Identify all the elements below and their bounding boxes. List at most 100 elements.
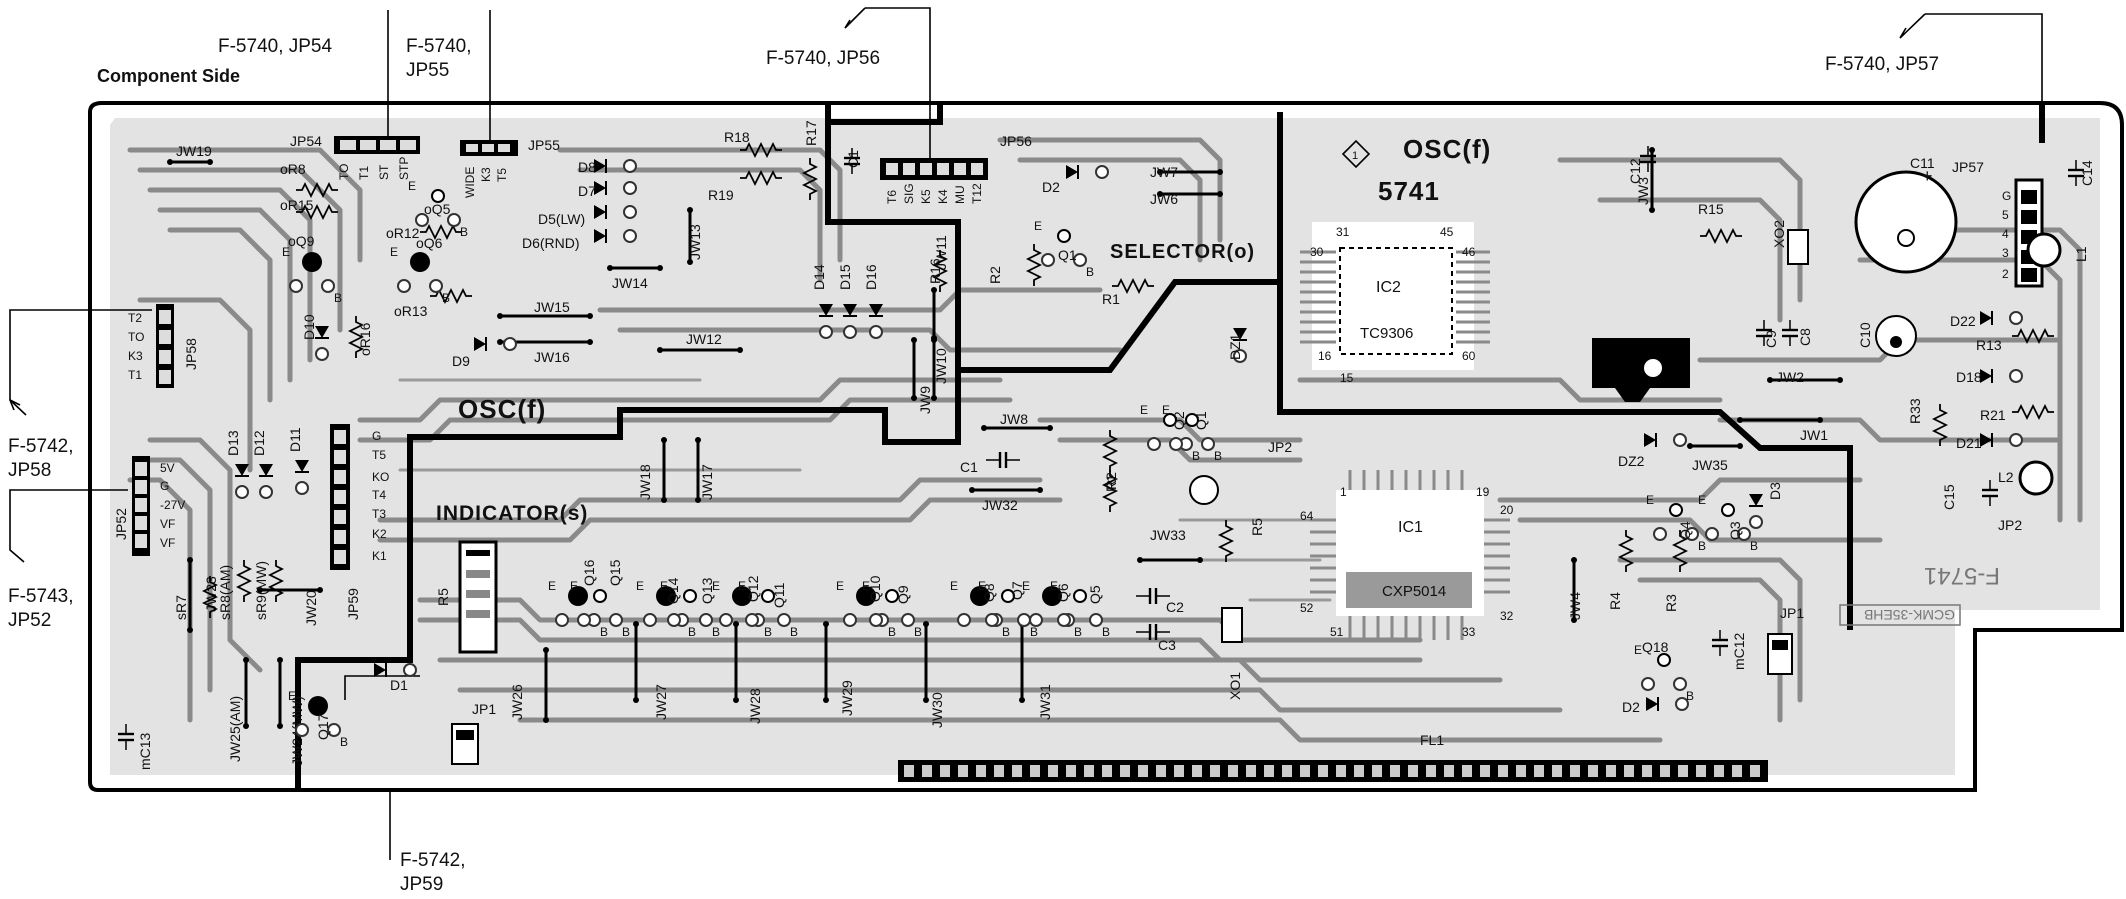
jumper-label: JW8	[1000, 411, 1028, 427]
xo2-ref: XO2	[1771, 220, 1787, 248]
pin-b-label: B	[334, 291, 342, 305]
connector-jp55: JP55 WIDE K3 T5	[460, 137, 560, 198]
jp1-right: JP1	[1767, 605, 1804, 675]
pin-e-label: E	[548, 579, 556, 593]
diode-label: D15	[837, 264, 853, 290]
pin-e-label: E	[978, 579, 986, 593]
jp1-lower-left: JP1	[451, 701, 496, 765]
pin-e-label: E	[1698, 493, 1706, 507]
resistor: R1	[1102, 277, 1154, 307]
diode-icon: D3	[1749, 482, 1783, 529]
jp58-ref: JP58	[183, 338, 199, 370]
resistor-label: R16	[927, 258, 943, 284]
transistor-label: Q15	[607, 559, 623, 586]
capacitor-icon: C2	[1136, 588, 1184, 615]
jp1-right-ref: JP1	[1780, 605, 1804, 621]
svg-text:1: 1	[1352, 150, 1358, 162]
pin-e-label: E	[738, 579, 746, 593]
connector-jp52: JP52 5V G -27V VF VF	[113, 456, 185, 556]
diode-label: D14	[811, 264, 827, 290]
capacitor-label: C1	[960, 459, 978, 475]
diode-icon: D22	[1950, 311, 2023, 329]
resistor: oR8	[280, 161, 338, 199]
pin-e-label: E	[288, 689, 296, 703]
pin-e-label: E	[1140, 403, 1148, 417]
diode-label: D13	[225, 430, 241, 456]
resistor-label: oR15	[280, 197, 314, 213]
transistor-label: Q3	[1727, 521, 1743, 540]
jumper-label: JW12	[686, 331, 722, 347]
resistor-label: oR12	[386, 225, 420, 241]
resistor-label: R1	[1102, 291, 1120, 307]
ic2-ref: IC2	[1376, 279, 1401, 296]
jp54-pin-1: T1	[357, 166, 371, 180]
jumper-label: JW10	[933, 348, 949, 384]
diode-icon: D9	[452, 337, 517, 369]
resistor: R13	[1976, 327, 2054, 353]
jp55-pin-2: T5	[495, 168, 509, 182]
jp54-ref: JP54	[290, 133, 322, 149]
c10-ref: C10	[1857, 322, 1873, 348]
jumper-label: JW19	[176, 143, 212, 159]
ic1-pin-33: 33	[1462, 625, 1476, 639]
ic1-part: CXP5014	[1382, 583, 1446, 600]
jumper-label: JW27	[653, 684, 669, 720]
diode-label: D5(LW)	[538, 211, 585, 227]
jumper-label: JW11	[933, 235, 949, 270]
capacitor-label: C14	[2079, 160, 2095, 186]
diode-label: D11	[287, 427, 303, 452]
jumper-label: JW7	[1150, 164, 1178, 180]
capacitor-label: C9	[1763, 330, 1779, 348]
r6-resistor-array: R5	[435, 540, 498, 654]
resistor-label: R4	[1607, 592, 1623, 610]
transistor-label: Q11	[771, 582, 787, 608]
capacitor-label: C2	[1166, 599, 1184, 615]
diode-label: D21	[1956, 435, 1982, 451]
jp59-pin-3: T4	[372, 488, 386, 502]
capacitor-label: C15	[1941, 484, 1957, 510]
jumper-jw30: JW30	[923, 621, 945, 728]
capacitor-icon: C1	[844, 148, 861, 174]
jumper-jw14: JW14	[607, 265, 663, 291]
pin-b-label: B	[1074, 625, 1082, 639]
jumper-jw28: JW28	[733, 621, 763, 724]
pin-b-label: B	[688, 625, 696, 639]
regulator-tab	[1592, 338, 1690, 402]
transistor-label: Q10	[867, 575, 883, 602]
diode-label: D1	[390, 677, 408, 693]
pin-b-label: B	[764, 625, 772, 639]
section-boundaries	[295, 103, 2045, 790]
diode-label: D8	[578, 159, 596, 175]
capacitor-icon: C9	[1756, 320, 1779, 348]
ic2-part: TC9306	[1360, 325, 1413, 342]
xo1-crystal: XO1	[1221, 607, 1243, 700]
jumper-label: JW29	[839, 680, 855, 716]
board-stamp-text: GCMK-35EHB	[1864, 607, 1955, 623]
jumper-jw17: JW17	[695, 437, 715, 503]
jumper-label: JW30	[929, 692, 945, 728]
pin-e-label: E	[282, 245, 290, 259]
transistor-label: Q1	[1193, 411, 1209, 430]
jp52-pin-2: -27V	[160, 498, 185, 512]
resistor: R2	[987, 244, 1043, 286]
ic2-pin-31: 31	[1336, 225, 1350, 239]
diode-icon: D11	[287, 427, 309, 495]
diode-label: D16	[863, 264, 879, 290]
jp59-pin-1: T5	[372, 448, 386, 462]
pin-b-label: B	[914, 625, 922, 639]
jumper-label: JW6	[1150, 191, 1178, 207]
ic1-ref: IC1	[1398, 519, 1423, 536]
callout-jp52-line1: F-5743,	[8, 586, 73, 607]
transistor-label: oQ6	[416, 235, 443, 251]
osc-mid-label: OSC(f)	[458, 394, 546, 424]
diode-label: DZ1	[1227, 333, 1243, 360]
r6-ref: R5	[435, 588, 451, 606]
jumper-label: JW25(AM)	[227, 696, 243, 762]
pin-e-label: E	[1162, 403, 1170, 417]
callout-leaders	[9, 7, 2043, 860]
